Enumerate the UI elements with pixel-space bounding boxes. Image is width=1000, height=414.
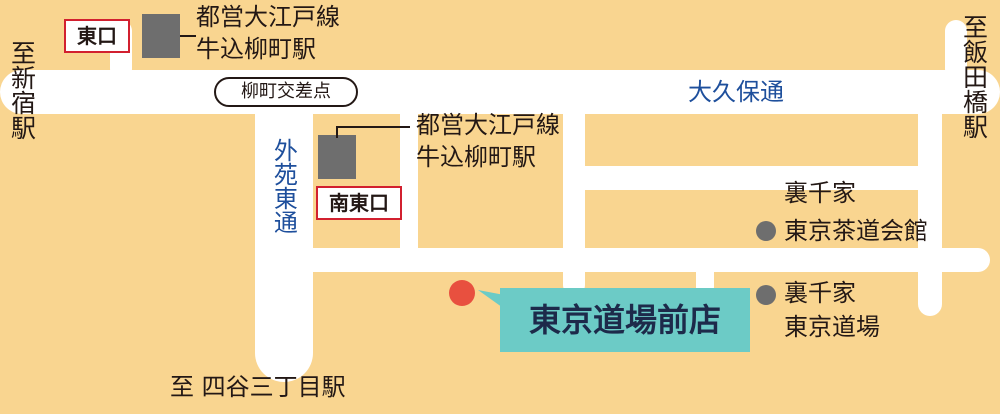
south-side-street-2	[563, 100, 585, 296]
southeast-exit-leader-vertical	[336, 126, 338, 138]
store-location-dot	[449, 280, 475, 306]
landmark-tea-hall-line1: 裏千家	[784, 179, 856, 207]
lower-east-west-street	[300, 248, 990, 272]
east-exit-leader-line	[180, 35, 196, 37]
south-side-street-3	[918, 100, 942, 316]
landmark-dojo-line2: 東京道場	[784, 313, 880, 341]
landmark-dojo-dot	[756, 285, 776, 305]
east-west-side-street	[575, 166, 930, 190]
direction-east-label: 至飯田橋駅	[959, 14, 989, 139]
direction-south-label: 至 四谷三丁目駅	[170, 373, 346, 401]
okubo-street-road	[0, 70, 1000, 114]
landmark-tea-hall-line2: 東京茶道会館	[784, 217, 928, 245]
southeast-exit-station-marker	[318, 135, 356, 179]
yanagicho-intersection-label: 柳町交差点	[214, 77, 358, 107]
gaien-higashi-street-label: 外苑東通	[269, 138, 298, 234]
okubo-street-label: 大久保通	[688, 78, 784, 106]
gaien-higashi-street-road	[255, 92, 313, 382]
southeast-exit-station-name: 牛込柳町駅	[416, 143, 536, 171]
direction-west-label: 至新宿駅	[7, 40, 37, 140]
landmark-dojo-line1: 裏千家	[784, 279, 856, 307]
southeast-exit-line-name: 都営大江戸線	[416, 111, 560, 139]
east-exit-station-name: 牛込柳町駅	[196, 35, 316, 63]
southeast-exit-label: 南東口	[316, 186, 402, 220]
southeast-exit-leader-horizontal	[336, 126, 410, 128]
north-side-street-2	[945, 20, 967, 80]
south-side-street-1	[400, 100, 418, 260]
east-exit-label: 東口	[64, 19, 130, 53]
east-exit-station-marker	[142, 14, 180, 58]
landmark-tea-hall-dot	[756, 221, 776, 241]
store-name-label: 東京道場前店	[500, 288, 750, 352]
lower-side-street-4	[696, 262, 714, 296]
east-exit-line-name: 都営大江戸線	[196, 3, 340, 31]
